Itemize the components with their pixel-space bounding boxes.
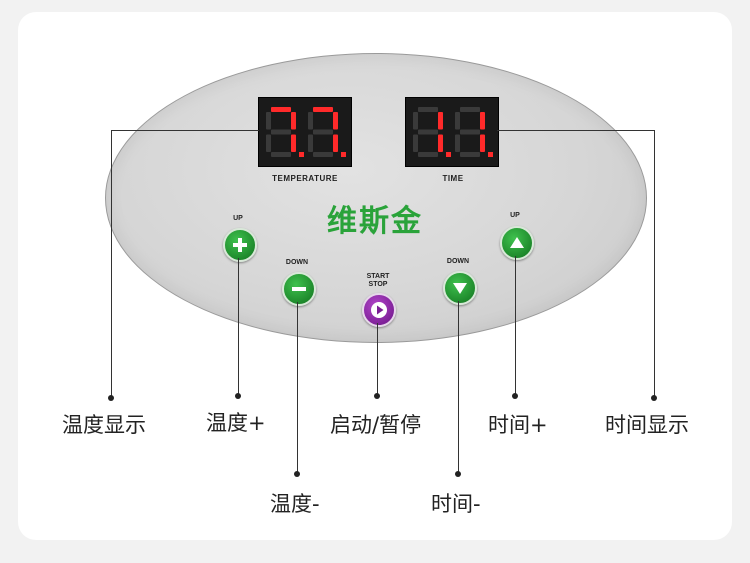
temp-display-leader-h bbox=[111, 130, 259, 131]
led-decimal-point bbox=[488, 152, 493, 157]
time-down-button[interactable] bbox=[443, 271, 477, 305]
temp-down-label: DOWN bbox=[285, 259, 309, 266]
led-segment-g bbox=[271, 129, 291, 135]
led-segment-b bbox=[480, 112, 485, 130]
led-segment-d bbox=[271, 152, 291, 157]
callout-time-display: 时间显示 bbox=[605, 413, 689, 437]
temp-down-leader bbox=[297, 302, 298, 474]
stop-label: STOP bbox=[368, 281, 388, 288]
play-icon bbox=[371, 302, 387, 318]
time-down-label: DOWN bbox=[446, 258, 470, 265]
start-label: START bbox=[366, 273, 390, 280]
callout-time-minus: 时间- bbox=[431, 492, 481, 516]
callout-temp-minus: 温度- bbox=[270, 492, 320, 516]
led-segment-d bbox=[418, 152, 438, 157]
temp-up-label: UP bbox=[233, 215, 243, 222]
led-segment-g bbox=[460, 129, 480, 135]
temperature-led-digits bbox=[266, 107, 346, 157]
temp-down-button[interactable] bbox=[282, 272, 316, 306]
led-decimal-point bbox=[446, 152, 451, 157]
led-decimal-point bbox=[299, 152, 304, 157]
led-segment-a bbox=[313, 107, 333, 112]
start-stop-button[interactable] bbox=[362, 293, 396, 327]
time-up-button[interactable] bbox=[500, 226, 534, 260]
callout-time-plus: 时间+ bbox=[488, 413, 548, 437]
callout-temp-display: 温度显示 bbox=[62, 413, 146, 437]
led-segment-f bbox=[413, 112, 418, 130]
temp-up-button[interactable] bbox=[223, 228, 257, 262]
led-segment-e bbox=[266, 134, 271, 152]
start-stop-label: START STOP bbox=[356, 273, 400, 289]
callout-start-pause: 启动/暂停 bbox=[330, 413, 422, 437]
led-segment-d bbox=[313, 152, 333, 157]
temp-down-leader-dot bbox=[294, 471, 300, 477]
minus-icon bbox=[292, 287, 306, 291]
triangle-up-icon bbox=[510, 237, 524, 248]
time-display-leader-v bbox=[654, 130, 655, 398]
led-segment-c bbox=[480, 134, 485, 152]
start-stop-leader bbox=[377, 323, 378, 396]
temp-up-leader-dot bbox=[235, 393, 241, 399]
temp-display-leader-dot bbox=[108, 395, 114, 401]
led-segment-f bbox=[266, 112, 271, 130]
led-segment-f bbox=[308, 112, 313, 130]
led-segment-c bbox=[438, 134, 443, 152]
led-segment-a bbox=[271, 107, 291, 112]
time-up-label: UP bbox=[510, 212, 520, 219]
temperature-display bbox=[258, 97, 352, 167]
time-led-digits bbox=[413, 107, 493, 157]
time-label: TIME bbox=[442, 174, 464, 183]
led-segment-a bbox=[418, 107, 438, 112]
time-down-leader bbox=[458, 301, 459, 474]
led-segment-a bbox=[460, 107, 480, 112]
led-segment-c bbox=[291, 134, 296, 152]
led-segment-c bbox=[333, 134, 338, 152]
led-segment-f bbox=[455, 112, 460, 130]
temp-up-leader bbox=[238, 258, 239, 396]
time-up-leader-dot bbox=[512, 393, 518, 399]
time-down-leader-dot bbox=[455, 471, 461, 477]
brand-logo: 维斯金 bbox=[327, 204, 423, 239]
temp-display-leader-v bbox=[111, 130, 112, 398]
led-segment-e bbox=[413, 134, 418, 152]
led-segment-e bbox=[455, 134, 460, 152]
callout-temp-plus: 温度+ bbox=[206, 411, 266, 435]
time-display-leader-h bbox=[497, 130, 654, 131]
temperature-label: TEMPERATURE bbox=[272, 174, 338, 183]
plus-icon bbox=[233, 238, 247, 252]
led-segment-b bbox=[438, 112, 443, 130]
led-segment-b bbox=[291, 112, 296, 130]
time-up-leader bbox=[515, 256, 516, 396]
time-display bbox=[405, 97, 499, 167]
led-segment-g bbox=[313, 129, 333, 135]
time-display-leader-dot bbox=[651, 395, 657, 401]
start-stop-leader-dot bbox=[374, 393, 380, 399]
led-segment-d bbox=[460, 152, 480, 157]
led-decimal-point bbox=[341, 152, 346, 157]
triangle-down-icon bbox=[453, 283, 467, 294]
led-segment-g bbox=[418, 129, 438, 135]
led-segment-b bbox=[333, 112, 338, 130]
led-segment-e bbox=[308, 134, 313, 152]
